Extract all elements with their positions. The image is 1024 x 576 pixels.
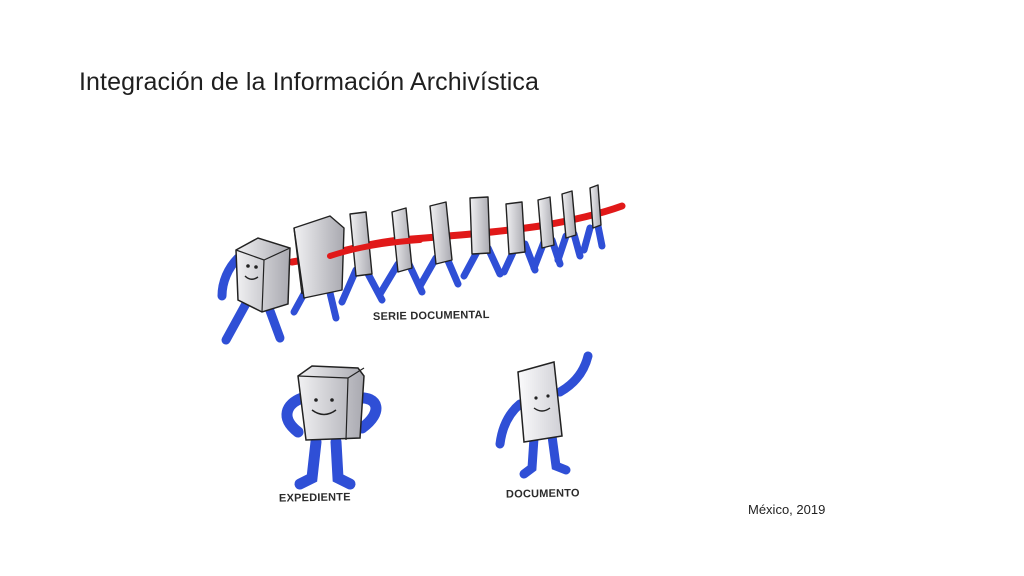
- slide-title: Integración de la Información Archivísti…: [79, 68, 539, 96]
- documento-figure: [495, 351, 593, 479]
- serie-documental-label: SERIE DOCUMENTAL: [372, 308, 490, 324]
- serie-documental-figure: [217, 184, 626, 345]
- expediente-label: EXPEDIENTE: [278, 491, 351, 505]
- archive-illustration: [217, 184, 626, 490]
- expediente-figure: [281, 365, 382, 490]
- footer-note: México, 2019: [748, 502, 826, 517]
- documento-label: DOCUMENTO: [505, 487, 580, 501]
- lead-folder-character: [217, 237, 291, 345]
